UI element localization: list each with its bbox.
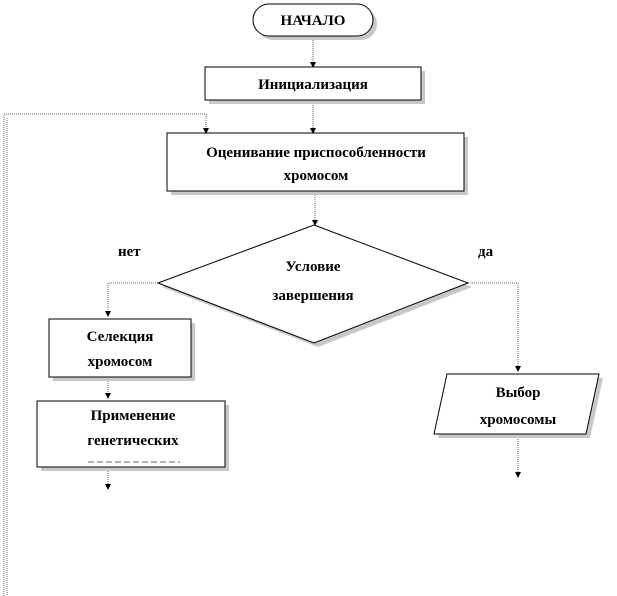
node-selection-line1: Селекция: [87, 329, 154, 345]
arrowhead: [203, 128, 209, 134]
node-genetic-ops-line1: Применение: [91, 408, 176, 424]
node-choose-line1: Выбор: [496, 385, 541, 401]
node-choose-line2: хромосомы: [480, 412, 557, 428]
node-genetic-ops: Применение генетических: [36, 400, 229, 471]
edge-condition-choose: [468, 282, 519, 368]
edge-condition-selection: [107, 282, 158, 313]
node-condition-line2: завершения: [272, 288, 353, 304]
node-choose: Выбор хромосомы: [433, 373, 603, 438]
node-start: НАЧАЛО: [252, 3, 377, 40]
node-init: Инициализация: [204, 66, 425, 104]
node-evaluate-line2: хромосом: [284, 168, 349, 184]
node-selection: Селекция хромосом: [48, 318, 195, 381]
node-condition-line1: Условие: [286, 259, 341, 275]
arrowhead: [515, 472, 521, 478]
node-init-label: Инициализация: [258, 77, 368, 93]
node-evaluate-line1: Оценивание приспособленности: [206, 145, 426, 161]
arrowhead: [105, 484, 111, 490]
node-evaluate: Оценивание приспособленности хромосом: [166, 132, 468, 195]
edge-label-no: нет: [118, 244, 141, 260]
edge-loop-back: [3, 113, 207, 596]
node-condition: Условие завершения: [156, 224, 472, 347]
arrowhead: [105, 393, 111, 399]
node-start-label: НАЧАЛО: [281, 13, 346, 29]
arrowhead: [310, 128, 316, 134]
edge-label-yes: да: [478, 244, 494, 260]
node-genetic-ops-line2: генетических: [87, 433, 179, 449]
arrowhead: [105, 311, 111, 317]
node-selection-line2: хромосом: [88, 354, 153, 370]
arrowhead: [515, 366, 521, 372]
arrowhead: [310, 62, 316, 68]
arrowhead: [312, 220, 318, 226]
